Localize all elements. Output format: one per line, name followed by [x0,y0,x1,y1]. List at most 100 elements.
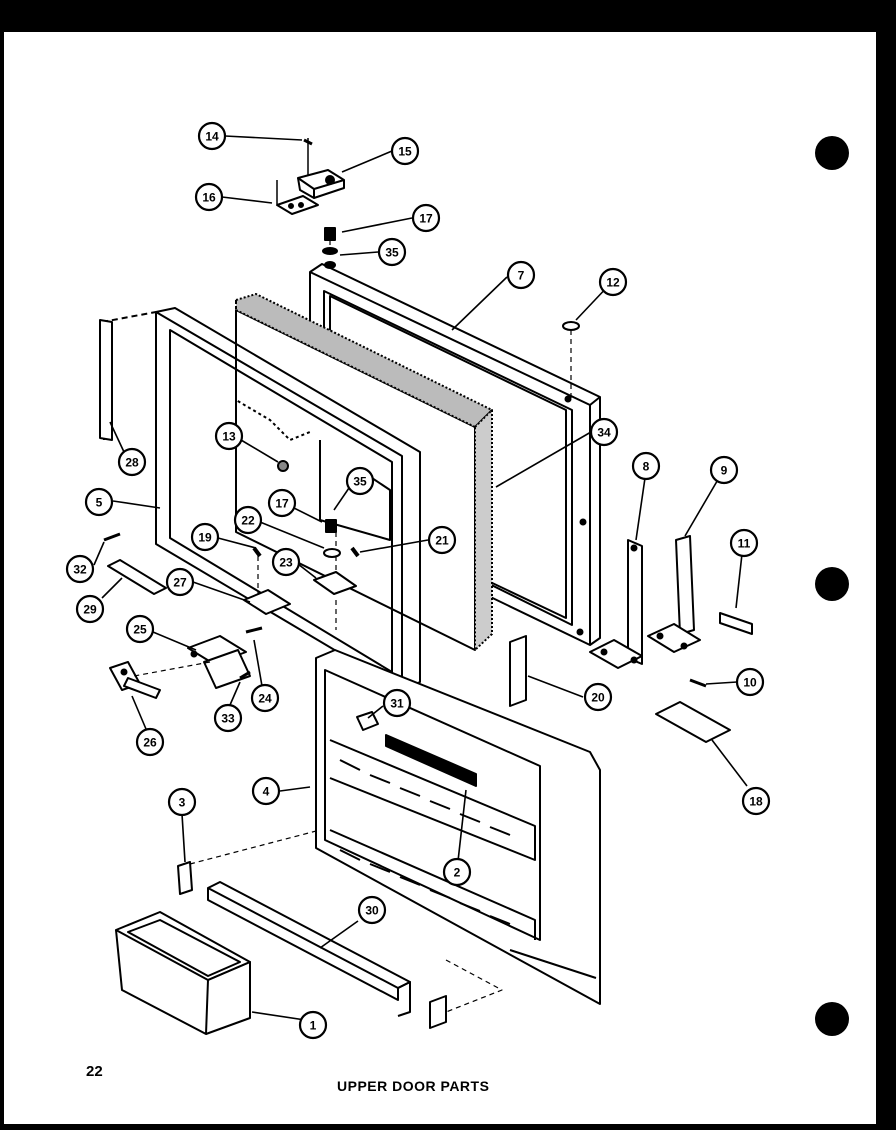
callout-label: 8 [643,460,650,474]
callout-label: 32 [73,563,87,577]
callout-5: 5 [84,487,114,517]
callout-label: 15 [398,145,412,159]
callout-label: 18 [749,795,763,809]
bracket-8 [589,539,643,669]
plug-13 [277,460,289,472]
plate-27 [243,589,291,615]
callout-24: 24 [250,683,280,713]
callout-17: 17 [267,488,297,518]
callout-9: 9 [709,455,739,485]
callout-33: 33 [213,703,243,733]
trim-strip-28 [99,319,113,441]
callout-label: 17 [419,212,433,226]
clip [429,995,447,1029]
callout-16: 16 [194,182,224,212]
callout-label: 5 [96,496,103,510]
callout-label: 22 [241,514,255,528]
bin [115,911,251,1035]
callout-14: 14 [197,121,227,151]
callout-8: 8 [631,451,661,481]
callout-label: 31 [390,697,404,711]
screw-33 [239,670,251,680]
callout-label: 35 [385,246,399,260]
pad-11 [719,612,753,635]
callout-1: 1 [298,1010,328,1040]
callout-label: 16 [202,191,216,205]
callout-label: 12 [606,276,620,290]
inner-liner [315,649,601,1005]
callout-3: 3 [167,787,197,817]
callout-23: 23 [271,547,301,577]
screw-32 [103,532,121,542]
callout-27: 27 [165,567,195,597]
callout-4: 4 [251,776,281,806]
callout-29: 29 [75,594,105,624]
screw-21 [350,546,360,558]
callout-label: 27 [173,576,187,590]
callout-31: 31 [382,688,412,718]
callout-35: 35 [377,237,407,267]
callout-label: 35 [353,475,367,489]
binder-hole [815,136,849,170]
callout-26: 26 [135,727,165,757]
drawing [93,135,753,1035]
callout-label: 33 [221,712,235,726]
trim-strip-30 [207,881,411,1017]
cap-12 [562,321,580,331]
callout-13: 13 [214,421,244,451]
callout-label: 14 [205,130,219,144]
top-hinge [276,138,345,269]
callout-25: 25 [125,614,155,644]
callout-label: 17 [275,497,289,511]
callout-18: 18 [741,786,771,816]
callout-7: 7 [506,260,536,290]
callout-label: 23 [279,556,293,570]
callout-label: 3 [179,796,186,810]
page-number: 22 [86,1063,103,1080]
callout-10: 10 [735,667,765,697]
washer-22 [323,548,341,558]
channel-20 [509,635,527,707]
callout-2: 2 [442,857,472,887]
callout-15: 15 [390,136,420,166]
lower-hinge [109,635,251,699]
screw-24 [245,626,263,634]
binder-hole [815,567,849,601]
callout-19: 19 [190,522,220,552]
callout-21: 21 [427,525,457,555]
callout-label: 7 [518,269,525,283]
callout-label: 30 [365,904,379,918]
hinge-23 [313,571,357,595]
callout-30: 30 [357,895,387,925]
callout-22: 22 [233,505,263,535]
callout-label: 21 [435,534,449,548]
bracket-9 [647,535,701,653]
callout-32: 32 [65,554,95,584]
screw-14 [303,138,313,146]
callout-11: 11 [729,528,759,558]
callout-label: 24 [258,692,272,706]
callout-17: 17 [411,203,441,233]
callout-label: 29 [83,603,97,617]
callout-label: 11 [738,537,751,551]
callout-34: 34 [589,417,619,447]
callout-35: 35 [345,466,375,496]
callout-label: 10 [743,676,757,690]
callout-20: 20 [583,682,613,712]
binder-hole [815,1002,849,1036]
callout-label: 25 [133,623,147,637]
screw-19 [252,546,262,558]
inner-frame [101,307,421,691]
callout-label: 26 [143,736,157,750]
callout-label: 34 [597,426,611,440]
callout-label: 2 [454,866,461,880]
bushing-17 [325,519,337,533]
callout-label: 28 [125,456,139,470]
callout-label: 13 [222,430,236,444]
callout-label: 20 [591,691,605,705]
callout-label: 19 [198,531,212,545]
callout-label: 1 [310,1019,317,1033]
screw-10 [689,678,707,688]
